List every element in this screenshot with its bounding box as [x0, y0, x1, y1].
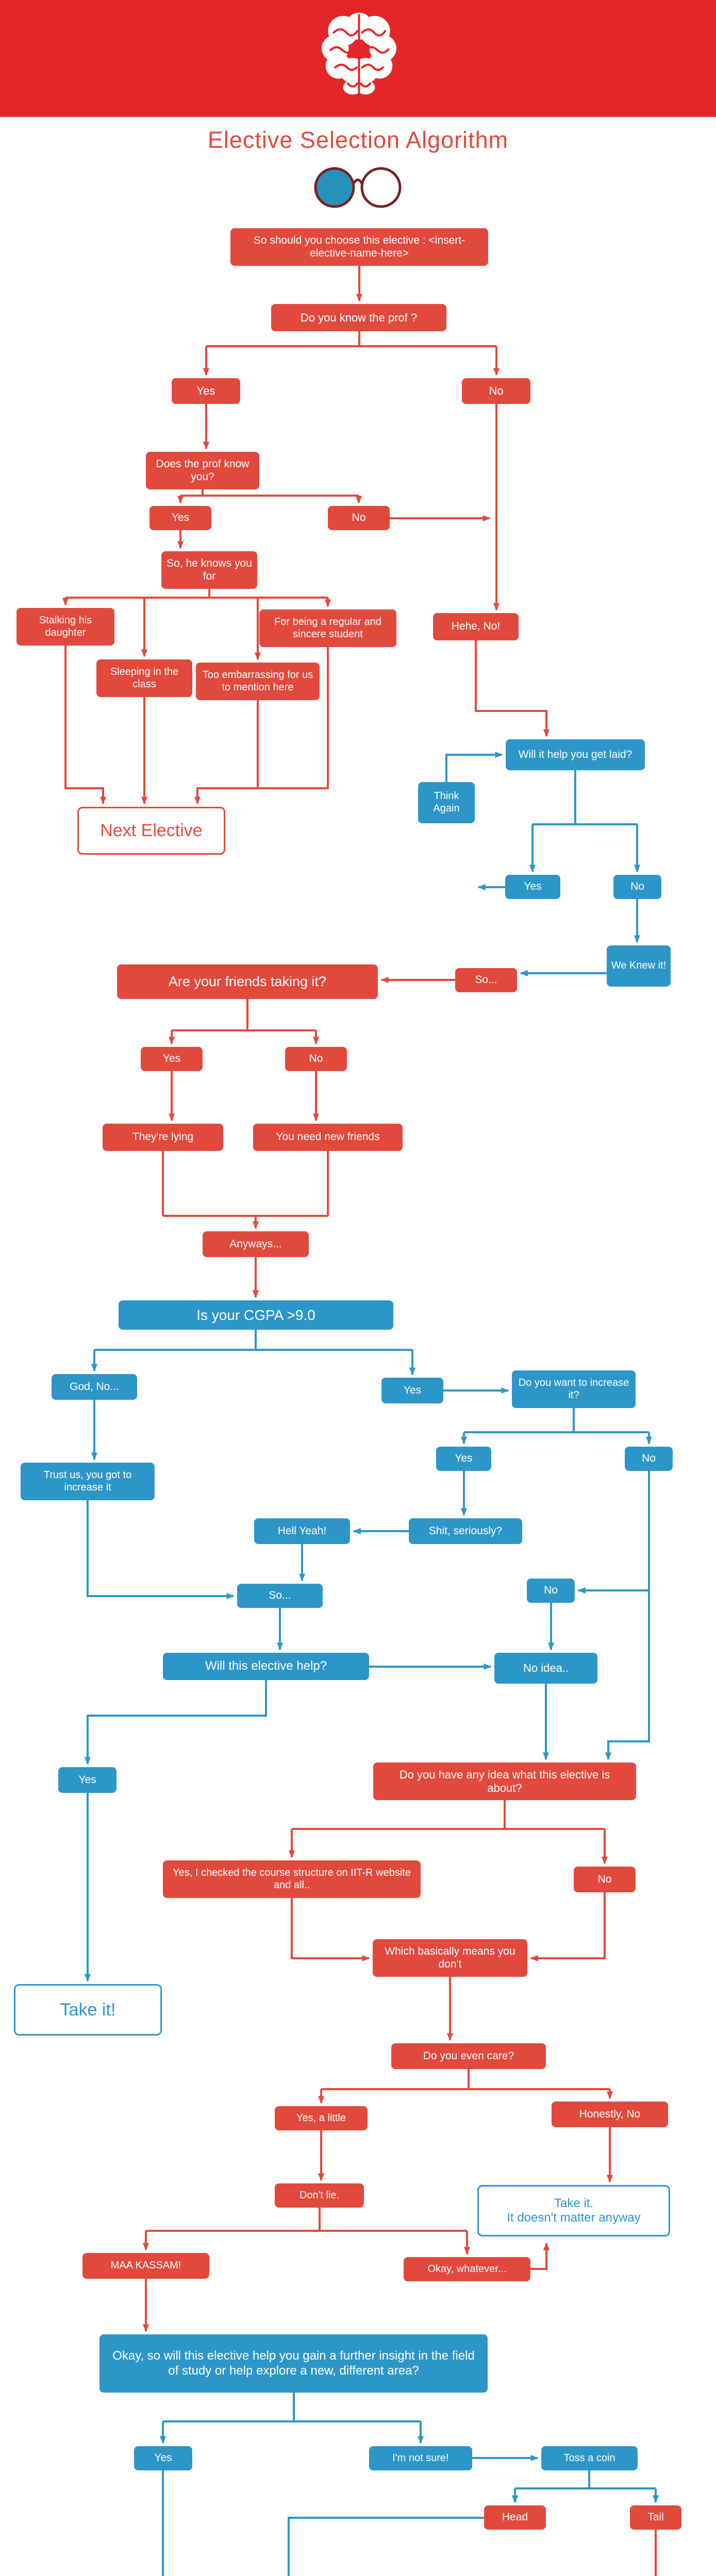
- node-checked-course: Yes, I checked the course structure on I…: [163, 1860, 421, 1898]
- glasses-icon: [314, 167, 402, 208]
- node-which-means: Which basically means you don't: [373, 1939, 527, 1977]
- node-shit-seriously: Shit, seriously?: [409, 1518, 522, 1544]
- node-head: Head: [484, 2505, 546, 2530]
- node-know-prof: Do you know the prof ?: [271, 304, 446, 331]
- node-knows-you-for: So, he knows you for: [161, 551, 257, 589]
- node-will-elective-help: Will this elective help?: [163, 1653, 369, 1680]
- node-god-no: God, No...: [52, 1374, 137, 1400]
- node-even-care: Do you even care?: [391, 2043, 546, 2069]
- node-insight-question: Okay, so will this elective help you gai…: [99, 2334, 488, 2393]
- node-dont-lie: Don't lie.: [275, 2183, 364, 2208]
- node-next-elective-1: Next Elective: [77, 807, 225, 855]
- node-yes-a-little: Yes, a little: [275, 2106, 368, 2130]
- node-know-prof-no: No: [462, 378, 530, 404]
- node-friends-taking: Are your friends taking it?: [117, 964, 378, 999]
- node-sleeping-class: Sleeping in the class: [96, 659, 192, 697]
- node-maa-kassam: MAA KASSAM!: [82, 2253, 209, 2279]
- node-increase-no: No: [625, 1447, 673, 1471]
- node-no-idea: No idea..: [494, 1653, 597, 1684]
- node-take-it-doesnt-matter: Take it. It doesn't matter anyway: [477, 2185, 670, 2236]
- node-get-laid-yes: Yes: [505, 875, 560, 899]
- node-theyre-lying: They're lying: [103, 1124, 223, 1151]
- node-insight-yes: Yes: [134, 2446, 192, 2470]
- node-toss-a-coin: Toss a coin: [541, 2446, 638, 2470]
- node-need-new-friends: You need new friends: [253, 1124, 403, 1151]
- node-we-knew-it: We Knew it!: [607, 945, 671, 987]
- node-trust-us: Trust us, you got to increase it: [21, 1463, 155, 1500]
- node-honestly-no: Honestly, No: [552, 2102, 668, 2127]
- node-seriously-no: No: [527, 1579, 575, 1603]
- node-too-embarrassing: Too embarrassing for us to mention here: [196, 663, 320, 700]
- node-friends-yes: Yes: [141, 1047, 203, 1071]
- brain-icon: [322, 12, 396, 96]
- take-it-line1: Take it.: [554, 2196, 594, 2210]
- node-prof-know-yes: Yes: [149, 506, 211, 530]
- node-get-laid: Will it help you get laid?: [506, 739, 645, 770]
- node-increase-it: Do you want to increase it?: [512, 1370, 636, 1408]
- node-cgpa-yes: Yes: [381, 1378, 443, 1403]
- node-not-sure: I'm not sure!: [369, 2446, 472, 2470]
- node-stalking-daughter: Stalking his daughter: [16, 608, 114, 646]
- node-intro-question: So should you choose this elective : <in…: [230, 228, 488, 266]
- node-any-idea: Do you have any idea what this elective …: [373, 1762, 636, 1800]
- node-prof-know-no: No: [328, 506, 390, 530]
- node-increase-yes: Yes: [436, 1447, 491, 1471]
- node-hell-yeah: Hell Yeah!: [254, 1518, 350, 1544]
- node-get-laid-no: No: [613, 875, 661, 899]
- node-regular-student: For being a regular and sincere student: [259, 609, 396, 647]
- node-help-yes: Yes: [58, 1767, 116, 1793]
- node-prof-know-you: Does the prof know you?: [146, 452, 259, 489]
- node-take-it-1: Take it!: [14, 1984, 162, 2036]
- node-so-1: So...: [455, 968, 517, 992]
- node-know-prof-yes: Yes: [172, 378, 240, 404]
- node-think-again: Think Again: [418, 782, 475, 823]
- node-idea-no: No: [574, 1867, 636, 1892]
- take-it-line2: It doesn't matter anyway: [507, 2211, 641, 2225]
- node-cgpa-question: Is your CGPA >9.0: [119, 1300, 393, 1330]
- node-so-2: So...: [237, 1584, 323, 1608]
- node-anyways: Anyways...: [203, 1231, 309, 1257]
- header-band: [0, 0, 716, 117]
- node-friends-no: No: [285, 1047, 347, 1071]
- node-okay-whatever: Okay, whatever...: [404, 2257, 530, 2281]
- node-hehe-no: Hehe, No!: [433, 613, 519, 640]
- page-title: Elective Selection Algorithm: [207, 127, 509, 153]
- node-tail: Tail: [630, 2505, 681, 2530]
